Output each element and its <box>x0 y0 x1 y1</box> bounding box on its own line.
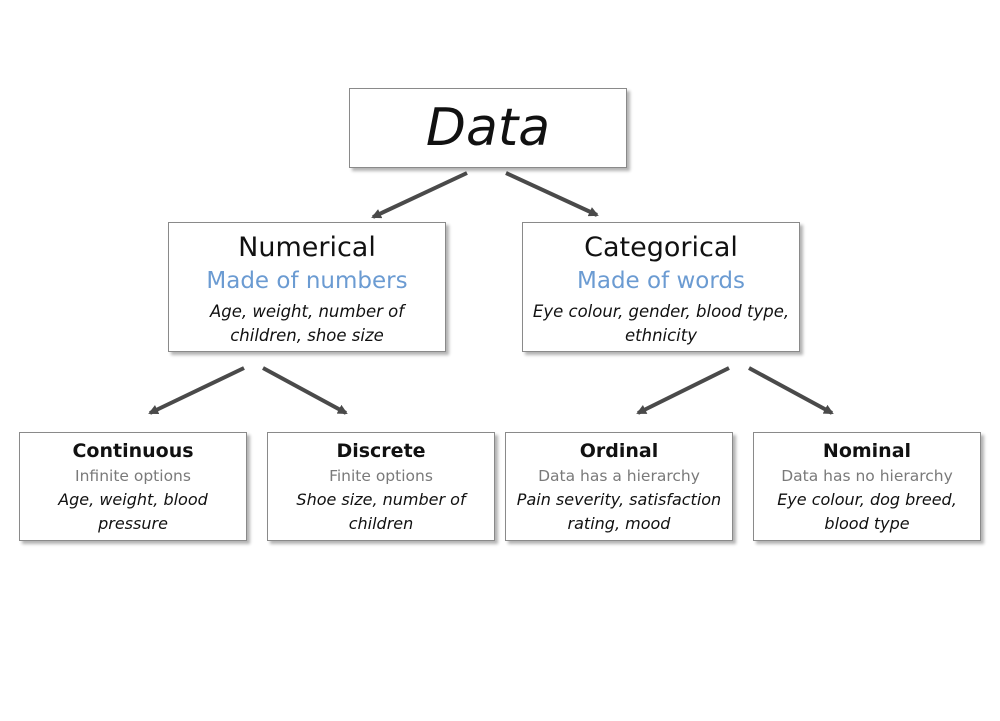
discrete-subtitle: Finite options <box>329 467 433 485</box>
discrete-examples: Shoe size, number of children <box>296 490 466 533</box>
nominal-title: Nominal <box>822 440 912 462</box>
ordinal-title: Ordinal <box>579 440 659 462</box>
numerical-title: Numerical <box>238 232 376 263</box>
ordinal-node: Ordinal Data has a hierarchy Pain severi… <box>505 432 733 541</box>
data-node-title: Data <box>425 98 551 158</box>
data-node: Data <box>349 88 627 168</box>
categorical-title: Categorical <box>584 232 738 263</box>
discrete-title: Discrete <box>336 440 426 462</box>
numerical-examples: Age, weight, number of children, shoe si… <box>209 302 405 345</box>
nominal-node: Nominal Data has no hierarchy Eye colour… <box>753 432 981 541</box>
numerical-node: Numerical Made of numbers Age, weight, n… <box>168 222 446 352</box>
discrete-node: Discrete Finite options Shoe size, numbe… <box>267 432 495 541</box>
continuous-title: Continuous <box>72 440 194 462</box>
arrow-categorical-to-nominal <box>748 366 834 415</box>
nominal-subtitle: Data has no hierarchy <box>781 467 953 485</box>
arrow-data-to-numerical <box>371 171 468 219</box>
categorical-subtitle: Made of words <box>577 268 745 294</box>
nominal-examples: Eye colour, dog breed, blood type <box>777 490 957 533</box>
categorical-examples: Eye colour, gender, blood type, ethnicit… <box>532 302 790 345</box>
arrow-numerical-to-continuous <box>148 366 245 415</box>
continuous-examples: Age, weight, blood pressure <box>58 490 208 533</box>
continuous-node: Continuous Infinite options Age, weight,… <box>19 432 247 541</box>
categorical-node: Categorical Made of words Eye colour, ge… <box>522 222 800 352</box>
ordinal-examples: Pain severity, satisfaction rating, mood <box>516 490 722 533</box>
numerical-subtitle: Made of numbers <box>206 268 408 294</box>
arrow-categorical-to-ordinal <box>636 366 730 415</box>
continuous-subtitle: Infinite options <box>75 467 191 485</box>
ordinal-subtitle: Data has a hierarchy <box>538 467 700 485</box>
arrow-numerical-to-discrete <box>262 366 348 415</box>
arrow-data-to-categorical <box>505 171 599 217</box>
